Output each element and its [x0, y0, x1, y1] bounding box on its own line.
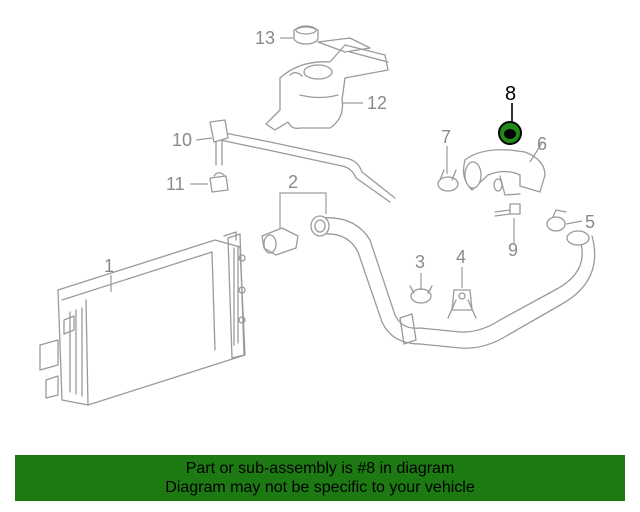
lower-hose: [261, 215, 596, 349]
callout-6: 6: [537, 134, 547, 154]
callout-4: 4: [456, 247, 466, 267]
banner-line-2: Diagram may not be specific to your vehi…: [165, 479, 475, 496]
callout-11: 11: [166, 174, 185, 194]
highlighted-part-8-seal: [498, 121, 522, 145]
callout-1: 1: [104, 256, 114, 276]
hose-clip: [209, 172, 229, 193]
callout-7: 7: [441, 127, 451, 147]
callout-8: 8: [505, 83, 516, 105]
upper-hose: [462, 149, 546, 196]
coolant-reservoir: [265, 37, 389, 131]
callout-13: 13: [255, 28, 275, 48]
callout-10: 10: [172, 130, 192, 150]
hose-clamp-7: [437, 169, 459, 192]
leader-lines: [110, 37, 583, 292]
reservoir-cap: [293, 25, 319, 45]
banner-line-1: Part or sub-assembly is #8 in diagram: [185, 460, 455, 477]
diagram-notice-banner: Part or sub-assembly is #8 in diagram Di…: [15, 455, 625, 501]
callout-2: 2: [288, 172, 298, 192]
bleeder-tee: [447, 289, 477, 319]
callout-5: 5: [585, 212, 595, 232]
callout-12: 12: [367, 93, 387, 113]
radiator: [39, 231, 246, 406]
callout-9: 9: [508, 240, 518, 260]
bolt: [494, 203, 521, 217]
overflow-hose: [209, 119, 396, 203]
hose-clamp-5: [546, 209, 567, 232]
callout-labels: 1 2 3 4 5 6 7 8 9 10 11 12 13: [104, 28, 595, 276]
callout-3: 3: [415, 252, 425, 272]
